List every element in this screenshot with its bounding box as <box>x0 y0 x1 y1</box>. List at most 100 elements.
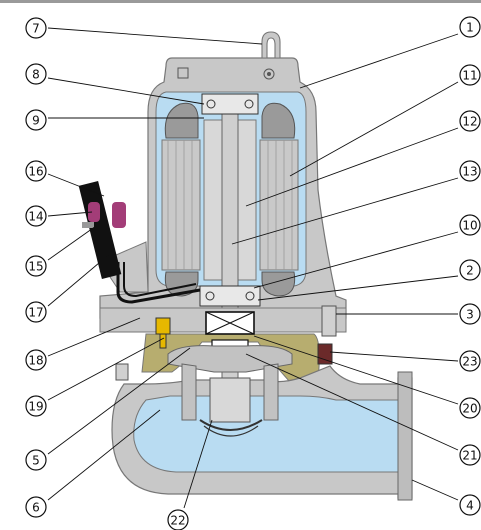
callout-19: 19 <box>25 395 47 417</box>
seal-section <box>99 305 347 383</box>
coil-bottom-left <box>164 271 199 297</box>
leader-lines <box>47 27 459 509</box>
callout-circle-8 <box>25 63 47 85</box>
callout-10: 10 <box>459 214 481 236</box>
callout-circle-23 <box>459 350 481 372</box>
top-border-bar <box>0 0 481 3</box>
leader-line-4 <box>411 479 459 501</box>
callout-number-14: 14 <box>28 210 43 224</box>
volute-casing <box>111 345 413 501</box>
leader-line-15 <box>47 225 97 261</box>
callout-number-16: 16 <box>28 165 43 179</box>
water-passage <box>133 395 399 473</box>
callout-number-13: 13 <box>462 165 477 179</box>
callout-number-9: 9 <box>32 114 40 128</box>
outlet-flange <box>397 371 413 501</box>
cable-plug-a <box>88 202 100 222</box>
cable-entry <box>78 181 201 304</box>
callout-23: 23 <box>459 350 481 372</box>
callout-circle-7 <box>25 17 47 39</box>
leader-line-21 <box>245 353 459 451</box>
callout-number-8: 8 <box>32 68 40 82</box>
cable-sleeve <box>78 181 122 279</box>
cap-square <box>177 67 189 79</box>
lower-bearing <box>199 285 261 307</box>
callout-number-23: 23 <box>462 355 477 369</box>
callout-number-11: 11 <box>462 69 477 83</box>
leader-line-14 <box>47 211 93 217</box>
callout-number-19: 19 <box>28 400 43 414</box>
leader-line-2 <box>257 275 459 301</box>
callout-number-7: 7 <box>32 22 40 36</box>
callout-9: 9 <box>25 109 47 131</box>
cutter-blade <box>199 419 263 431</box>
callout-number-21: 21 <box>462 449 477 463</box>
callout-circle-5 <box>25 449 47 471</box>
callout-circle-9 <box>25 109 47 131</box>
callout-number-10: 10 <box>462 219 477 233</box>
callout-number-12: 12 <box>462 115 477 129</box>
callout-circle-11 <box>459 64 481 86</box>
callout-6: 6 <box>25 496 47 518</box>
leader-line-8 <box>47 77 205 105</box>
callout-number-6: 6 <box>32 501 40 515</box>
callout-number-18: 18 <box>28 354 43 368</box>
callout-circle-19 <box>25 395 47 417</box>
leader-line-13 <box>231 177 459 245</box>
impeller <box>167 345 293 373</box>
coil-bottom-right <box>261 271 296 297</box>
callout-number-5: 5 <box>32 454 40 468</box>
callout-circle-10 <box>459 214 481 236</box>
leader-line-10 <box>253 231 459 289</box>
leader-line-16 <box>47 173 105 197</box>
callout-13: 13 <box>459 160 481 182</box>
callout-number-22: 22 <box>170 514 185 528</box>
callout-15: 15 <box>25 255 47 277</box>
callout-5: 5 <box>25 449 47 471</box>
callout-number-1: 1 <box>466 21 474 35</box>
callout-number-20: 20 <box>462 402 477 416</box>
cable-inner <box>116 262 201 304</box>
callout-circle-13 <box>459 160 481 182</box>
lifting-eye <box>261 31 281 59</box>
callout-3: 3 <box>459 303 481 325</box>
callout-16: 16 <box>25 160 47 182</box>
callout-circle-21 <box>459 444 481 466</box>
callout-circle-2 <box>459 259 481 281</box>
leader-line-22 <box>183 419 213 509</box>
coil-top-right <box>261 102 296 139</box>
leader-line-18 <box>47 317 141 357</box>
callout-11: 11 <box>459 64 481 86</box>
callout-20: 20 <box>459 397 481 419</box>
callout-18: 18 <box>25 349 47 371</box>
cable-plug-b <box>112 202 126 228</box>
callout-circle-15 <box>25 255 47 277</box>
leader-line-20 <box>253 335 459 405</box>
callout-17: 17 <box>25 301 47 323</box>
callout-1: 1 <box>459 16 481 38</box>
leader-line-17 <box>47 251 113 307</box>
callout-2: 2 <box>459 259 481 281</box>
sensor-body <box>155 317 171 335</box>
plug-right <box>317 343 333 365</box>
callout-circle-14 <box>25 205 47 227</box>
leader-line-5 <box>47 347 191 455</box>
cable-clamp <box>82 222 94 228</box>
coil-top-left <box>164 102 199 139</box>
leader-line-23 <box>329 351 459 362</box>
leader-line-7 <box>47 27 263 45</box>
motor-housing <box>99 31 347 437</box>
leader-line-11 <box>289 81 459 177</box>
callout-circle-12 <box>459 110 481 132</box>
callout-circle-16 <box>25 160 47 182</box>
cutter-hub <box>209 377 251 423</box>
callout-number-4: 4 <box>466 499 474 513</box>
callout-circle-20 <box>459 397 481 419</box>
callout-number-3: 3 <box>466 308 474 322</box>
callout-number-15: 15 <box>28 260 43 274</box>
leader-line-19 <box>47 337 165 401</box>
bolt-casing <box>115 363 129 381</box>
leader-line-1 <box>299 33 459 89</box>
